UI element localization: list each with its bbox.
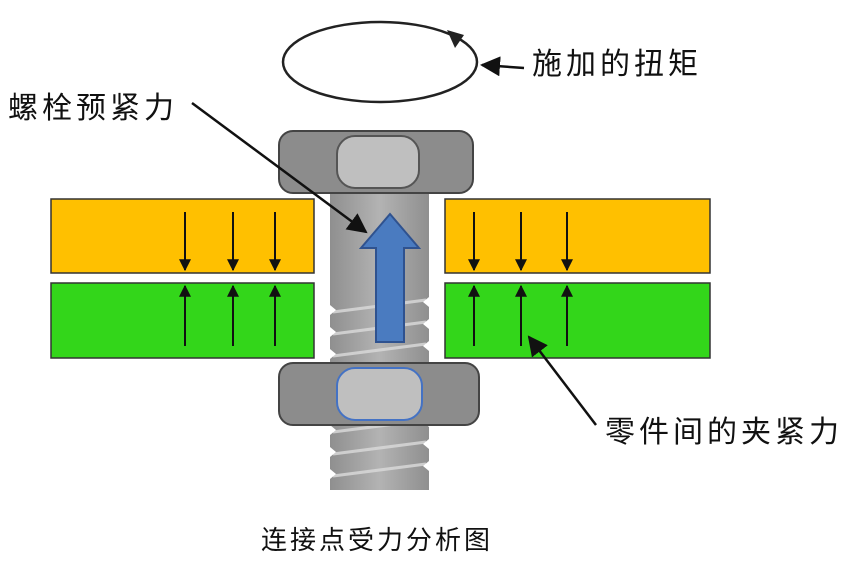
bolt-head-face — [336, 135, 420, 189]
lower-plate-force-arrows — [179, 284, 573, 346]
torque-pointer-arrow — [480, 56, 525, 77]
lower-plate-right — [444, 282, 711, 359]
clamp-pointer-arrow — [527, 335, 597, 426]
torque-ellipse — [281, 20, 479, 104]
preload-pointer-arrow — [191, 101, 368, 234]
nut-face — [336, 367, 423, 421]
upper-plate-force-arrows — [179, 212, 573, 272]
torque-rotation-arrowhead — [447, 30, 464, 48]
figure-title: 连接点受力分析图 — [261, 526, 494, 556]
clamp-force-label: 零件间的夹紧力 — [605, 415, 843, 450]
applied-torque-label: 施加的扭矩 — [532, 47, 702, 82]
upper-plate-right — [444, 198, 711, 274]
preload-blue-arrow — [358, 212, 422, 343]
bolt-preload-label: 螺栓预紧力 — [8, 91, 178, 126]
thread-notches — [330, 297, 429, 479]
